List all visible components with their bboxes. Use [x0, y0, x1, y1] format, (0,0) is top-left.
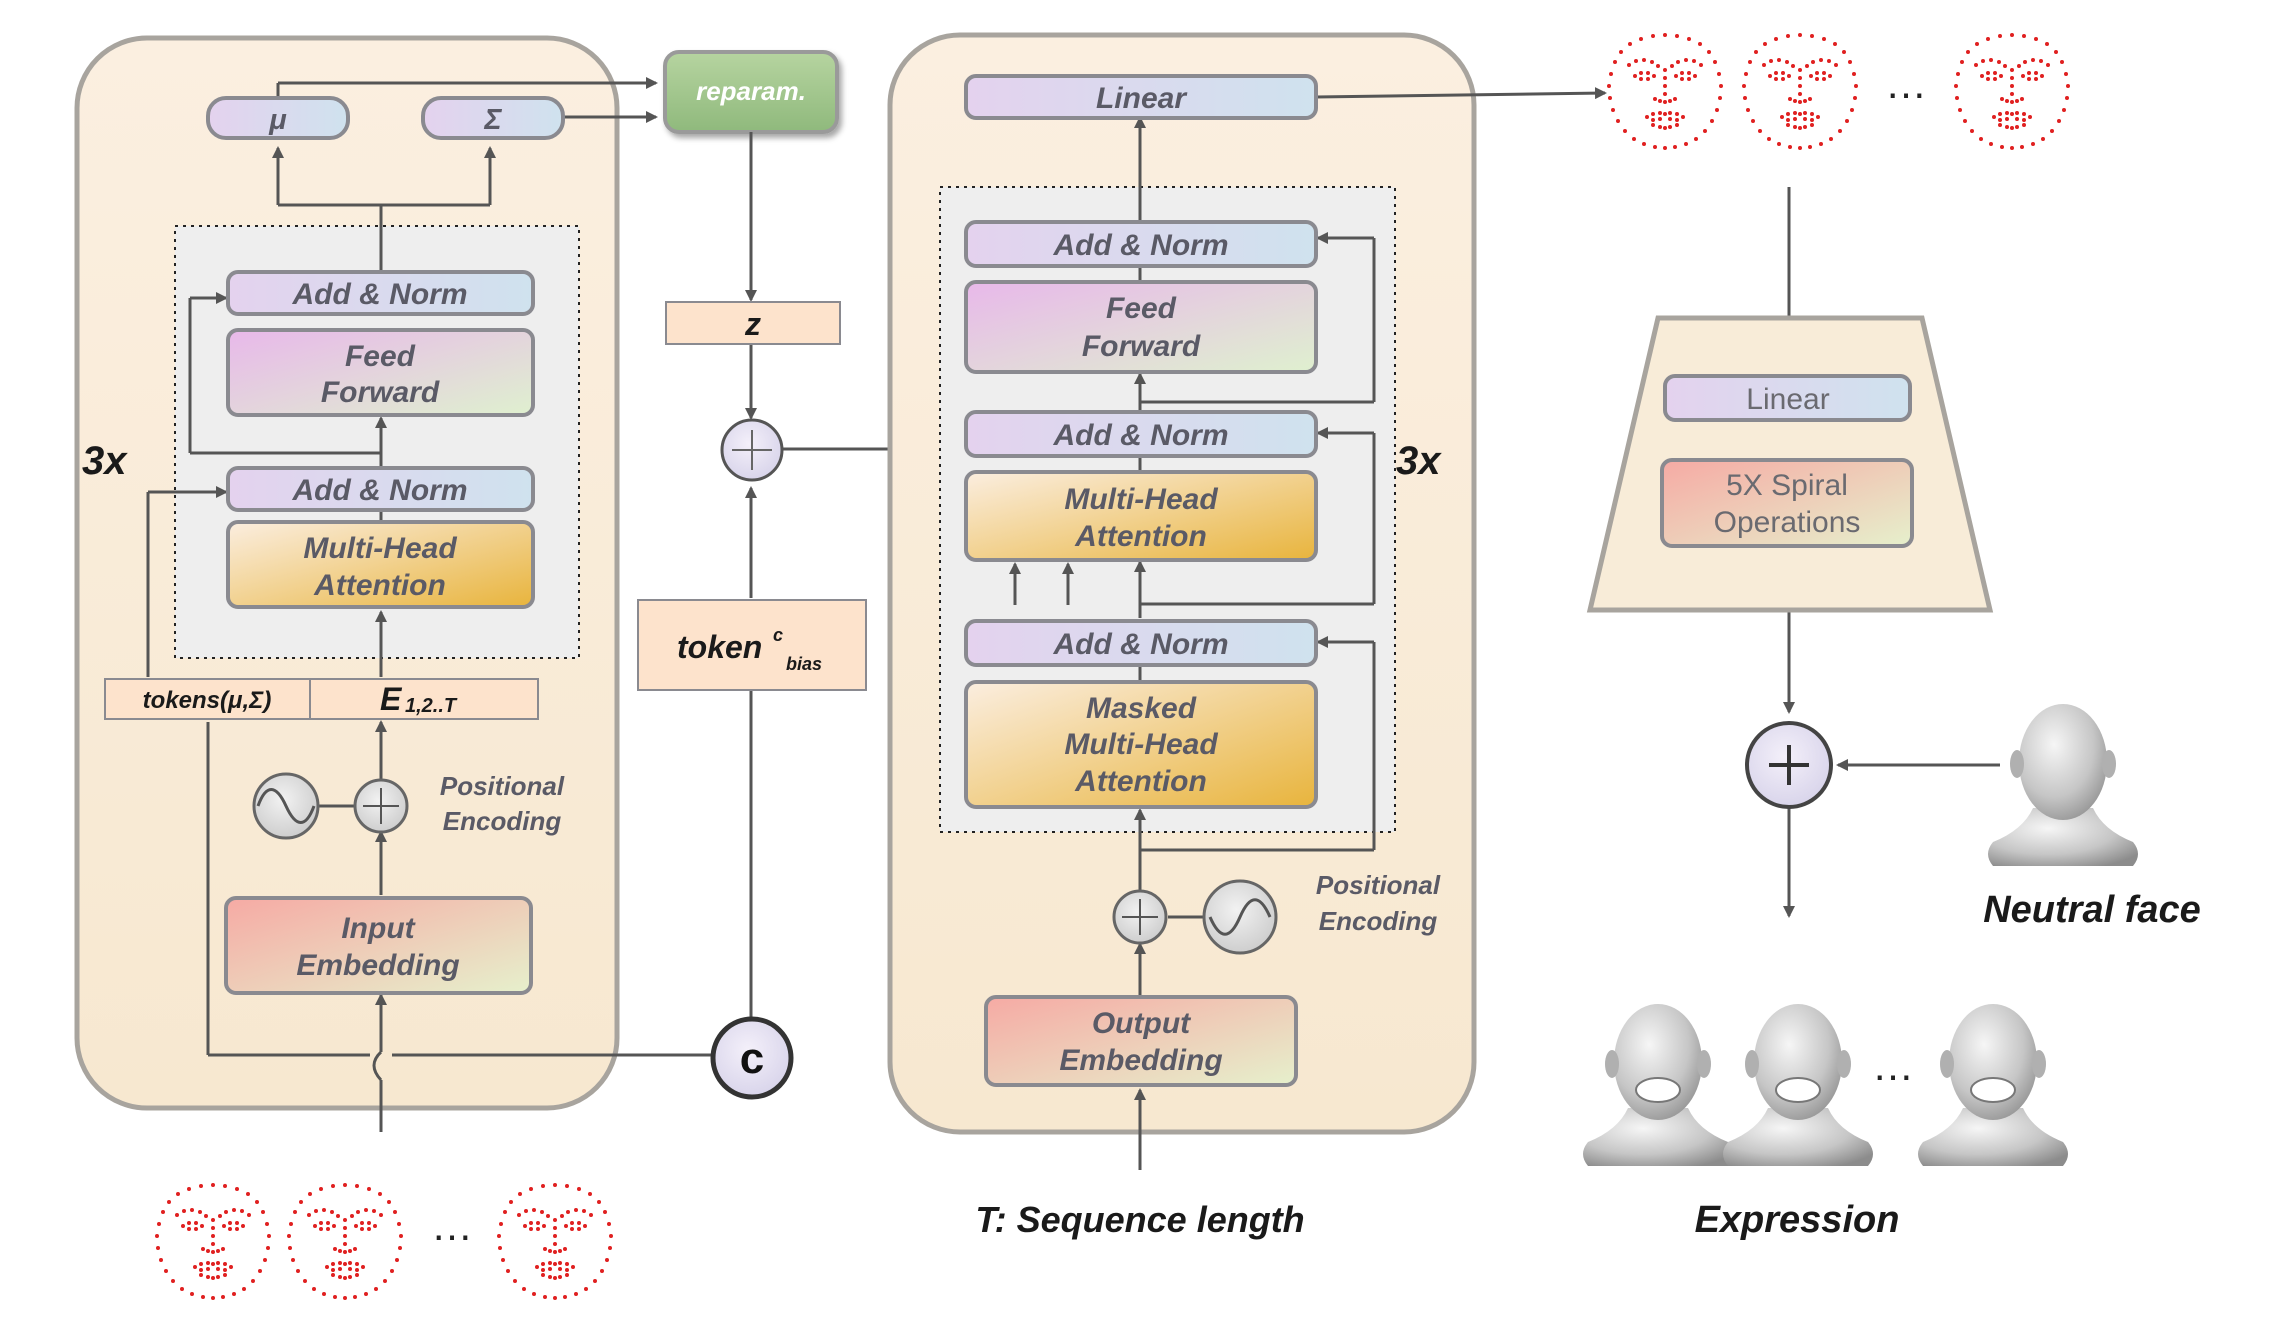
right-linear-box: Linear [1663, 374, 1912, 422]
output-ellipsis: … [1885, 60, 1927, 107]
middle-plus-icon [720, 418, 784, 482]
svg-text:5X Spiral: 5X Spiral [1726, 469, 1848, 502]
svg-text:Add & Norm: Add & Norm [1053, 229, 1229, 262]
svg-text:Multi-Head: Multi-Head [1064, 728, 1218, 761]
svg-text:Masked: Masked [1086, 692, 1197, 725]
decoder-repeat-label: 3x [1396, 439, 1442, 483]
svg-text:Attention: Attention [1074, 765, 1207, 798]
svg-text:Forward: Forward [1082, 330, 1201, 363]
svg-text:Input: Input [341, 912, 416, 945]
input-face-points-2 [287, 1183, 403, 1300]
svg-text:Attention: Attention [313, 569, 446, 602]
encoder-feed-forward: Feed Forward [226, 328, 535, 417]
svg-text:Operations: Operations [1714, 506, 1861, 539]
svg-text:bias: bias [786, 654, 822, 674]
svg-text:Output: Output [1092, 1007, 1192, 1040]
input-ellipsis: … [431, 1202, 473, 1249]
tokens-input-bar: tokens(μ,Σ) E 1,2..T [104, 678, 539, 720]
encoder-repeat-label: 3x [82, 439, 128, 483]
svg-text:Multi-Head: Multi-Head [1064, 483, 1218, 516]
output-face-points-2 [1742, 33, 1858, 150]
svg-text:z: z [744, 306, 761, 342]
svg-text:token: token [677, 629, 762, 665]
svg-text:Add & Norm: Add & Norm [292, 278, 468, 311]
svg-text:Forward: Forward [321, 376, 440, 409]
svg-text:Σ: Σ [483, 104, 502, 136]
decoder-feed-forward: Feed Forward [964, 280, 1318, 374]
svg-text:Attention: Attention [1074, 520, 1207, 553]
spiral-operations-box: 5X Spiral Operations [1660, 458, 1914, 548]
svg-text:Add & Norm: Add & Norm [292, 474, 468, 507]
right-plus-icon [1745, 721, 1833, 809]
neutral-face-head [1988, 704, 2138, 866]
tokens-label: tokens(μ,Σ) [143, 687, 272, 714]
output-face-points-3 [1954, 33, 2070, 150]
encoder-plus-icon [353, 778, 409, 834]
svg-text:Multi-Head: Multi-Head [303, 532, 457, 565]
output-embedding: Output Embedding [984, 995, 1298, 1087]
svg-text:Linear: Linear [1096, 82, 1188, 115]
expression-ellipsis: … [1872, 1042, 1914, 1089]
e-label: E [380, 681, 403, 717]
token-bias-box: token c bias [637, 599, 867, 691]
decoder-masked-multi-head-attention: Masked Multi-Head Attention [964, 680, 1318, 809]
e-subscript: 1,2..T [405, 695, 458, 717]
z-box: z [665, 301, 841, 345]
expression-mouths [1635, 1077, 2016, 1103]
output-face-points-1 [1607, 33, 1723, 150]
encoder-add-norm-bottom: Add & Norm [226, 466, 535, 512]
sequence-length-label: T: Sequence length [975, 1199, 1304, 1240]
svg-text:Embedding: Embedding [1059, 1044, 1222, 1077]
decoder-pos-enc-label-1: Positional [1316, 870, 1441, 900]
encoder-pos-enc-label-2: Encoding [443, 806, 562, 836]
svg-text:Feed: Feed [345, 340, 416, 373]
decoder-add-norm-2: Add & Norm [964, 410, 1318, 458]
input-face-points-1 [155, 1183, 271, 1300]
svg-text:Feed: Feed [1106, 292, 1177, 325]
input-face-points-3 [497, 1183, 613, 1300]
svg-text:reparam.: reparam. [696, 76, 806, 106]
input-embedding: Input Embedding [224, 896, 533, 995]
decoder-linear: Linear [964, 74, 1318, 120]
mu-box: μ [206, 96, 350, 140]
encoder-sine-icon [252, 772, 320, 840]
svg-text:μ: μ [268, 104, 287, 136]
neutral-face-label: Neutral face [1983, 889, 2201, 931]
svg-text:Add & Norm: Add & Norm [1053, 628, 1229, 661]
svg-text:Embedding: Embedding [296, 949, 459, 982]
svg-text:c: c [740, 1034, 764, 1083]
encoder-add-norm-top: Add & Norm [226, 270, 535, 316]
decoder-add-norm-1: Add & Norm [964, 220, 1318, 268]
reparam-box: reparam. [663, 50, 839, 134]
decoder-plus-icon [1112, 889, 1168, 945]
svg-text:Linear: Linear [1746, 383, 1829, 416]
sigma-box: Σ [421, 96, 565, 140]
decoder-add-norm-3: Add & Norm [964, 619, 1318, 667]
expression-label: Expression [1695, 1199, 1900, 1241]
svg-text:c: c [773, 625, 783, 645]
condition-c-node: c [710, 1016, 794, 1100]
decoder-pos-enc-label-2: Encoding [1319, 906, 1438, 936]
decoder-connectors [1009, 87, 1607, 1170]
encoder-pos-enc-label-1: Positional [440, 771, 565, 801]
encoder-multi-head-attention: Multi-Head Attention [226, 520, 535, 609]
decoder-multi-head-attention: Multi-Head Attention [964, 470, 1318, 562]
decoder-sine-icon [1202, 879, 1278, 955]
svg-text:Add & Norm: Add & Norm [1053, 419, 1229, 452]
